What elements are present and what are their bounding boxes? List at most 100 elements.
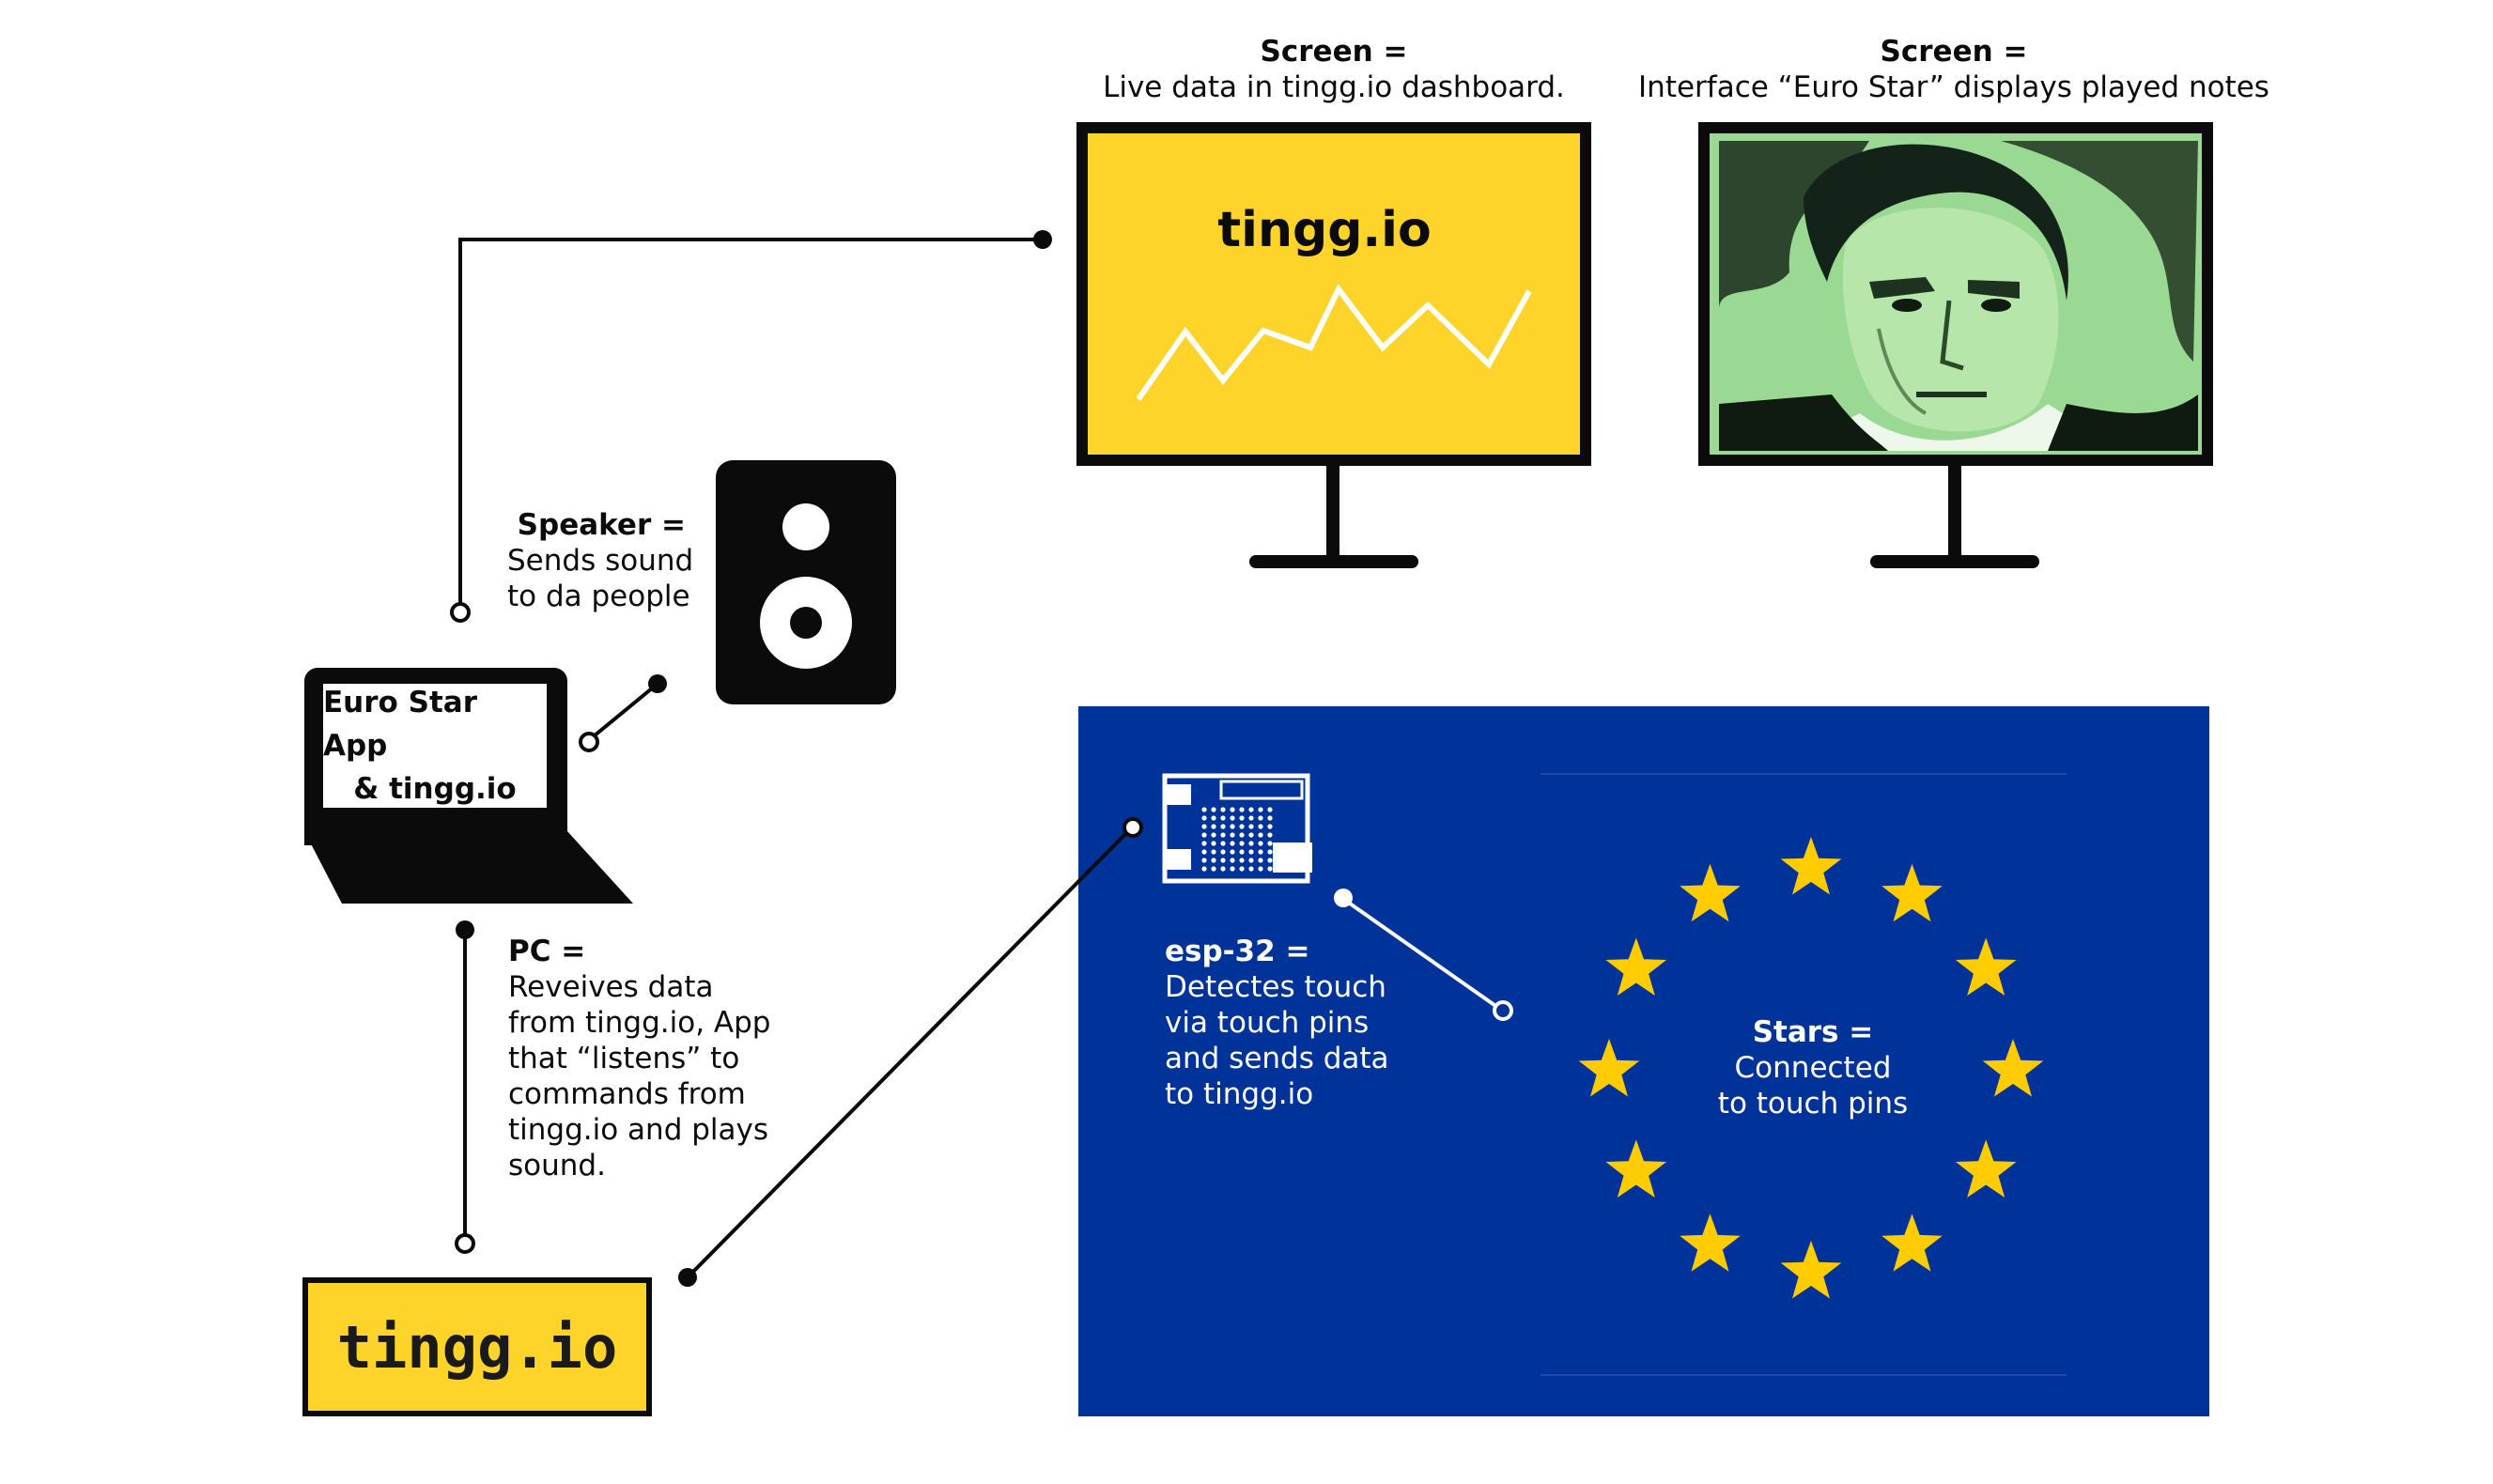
star-icon xyxy=(1780,1241,1842,1299)
board-pin-dot xyxy=(1201,815,1207,821)
esp32-title: esp-32 = xyxy=(1165,935,1310,968)
board-pin-dot xyxy=(1239,807,1245,812)
board-pin-dot xyxy=(1201,841,1207,846)
star-icon xyxy=(1881,1213,1943,1272)
board-pin-dot xyxy=(1211,807,1216,812)
connector-dot xyxy=(1033,230,1052,249)
board-pin-dot xyxy=(1267,832,1273,838)
connector-esp32-to-stars xyxy=(1334,889,1513,1021)
board-pin-dot xyxy=(1220,849,1226,855)
board-pin-dot xyxy=(1211,832,1216,838)
board-pin-dot xyxy=(1267,858,1273,863)
board-pin-dot xyxy=(1211,824,1216,829)
esp32-line: to tingg.io xyxy=(1165,1077,1314,1111)
speaker-title: Speaker = xyxy=(517,508,686,542)
board-pin-dot xyxy=(1220,858,1226,863)
esp32-label: esp-32 = Detectes touch via touch pins a… xyxy=(1165,934,1389,1112)
star-icon xyxy=(1605,1139,1667,1198)
laptop-line: & tingg.io xyxy=(353,772,517,806)
tingg-logo-box: tingg.io xyxy=(302,1277,652,1416)
speaker-icon xyxy=(716,460,896,704)
pc-line: Reveives data xyxy=(508,970,714,1004)
board-pin-dot xyxy=(1201,807,1207,812)
board-pin-dot xyxy=(1258,824,1263,829)
board-pin-dot xyxy=(1248,858,1254,863)
pc-line: commands from xyxy=(508,1077,746,1111)
connector-tingg-to-esp32 xyxy=(678,817,1143,1287)
pc-line: from tingg.io, App xyxy=(508,1006,771,1040)
speaker-line: Sends sound xyxy=(507,544,694,578)
board-pin-dot xyxy=(1230,866,1235,872)
monitor-icon-dashboard xyxy=(1076,122,1591,568)
board-pin-dot xyxy=(1239,841,1245,846)
board-pin-dot xyxy=(1239,858,1245,863)
portrait-image xyxy=(1719,141,2198,451)
board-pin-dot xyxy=(1258,832,1263,838)
connector-ring xyxy=(450,602,471,623)
star-icon xyxy=(1982,1039,2044,1097)
board-pin-dot xyxy=(1248,849,1254,855)
board-pin-dot xyxy=(1201,824,1207,829)
esp32-line: Detectes touch xyxy=(1165,970,1386,1004)
board-pin-dot xyxy=(1211,858,1216,863)
board-pin-dot xyxy=(1201,866,1207,872)
board-pin-dot xyxy=(1230,849,1235,855)
esp32-line: and sends data xyxy=(1165,1042,1389,1075)
pc-label: PC = Reveives data from tingg.io, App th… xyxy=(508,934,770,1183)
board-pin-dot xyxy=(1258,858,1263,863)
dashboard-brand: tingg.io xyxy=(1217,202,1432,258)
board-pin-dot xyxy=(1211,815,1216,821)
flag-guides xyxy=(1541,773,2067,1376)
board-pin-dot xyxy=(1239,866,1245,872)
board-pin-dot xyxy=(1258,815,1263,821)
board-pin-dot xyxy=(1230,824,1235,829)
board-pin-dot xyxy=(1248,824,1254,829)
board-pin-dot xyxy=(1248,807,1254,812)
laptop-screen-label: Euro Star App & tingg.io xyxy=(323,684,547,808)
board-pin-dot xyxy=(1267,866,1273,872)
stars-label: Stars = Connected to touch pins xyxy=(1672,1014,1954,1121)
star-icon xyxy=(1955,1139,2017,1198)
board-pin-dot xyxy=(1220,832,1226,838)
board-pin-dot xyxy=(1239,824,1245,829)
star-icon xyxy=(1578,1039,1640,1097)
speaker-label: Speaker = Sends sound to da people xyxy=(470,507,694,614)
connector-pc-to-tingg xyxy=(455,920,475,1254)
board-pin-dot xyxy=(1201,849,1207,855)
star-icon xyxy=(1605,937,1667,996)
board-pin-dot xyxy=(1211,866,1216,872)
star-icon xyxy=(1955,937,2017,996)
board-pin-dot xyxy=(1239,832,1245,838)
board-pin-dot xyxy=(1211,841,1216,846)
pc-title: PC = xyxy=(508,935,586,968)
board-pin-dot xyxy=(1267,849,1273,855)
pc-line: tingg.io and plays xyxy=(508,1113,769,1147)
board-pin-dot xyxy=(1248,866,1254,872)
interface-screen-desc: Interface “Euro Star” displays played no… xyxy=(1638,70,2269,104)
star-icon xyxy=(1780,837,1842,895)
connector-pc-to-dashboard xyxy=(458,238,1043,611)
board-pin-dot xyxy=(1267,815,1273,821)
board-pin-dot xyxy=(1248,815,1254,821)
stars-ring xyxy=(1578,837,2044,1299)
pc-line: that “listens” to xyxy=(508,1042,740,1075)
board-pin-dot xyxy=(1230,815,1235,821)
board-pin-dot xyxy=(1220,866,1226,872)
star-icon xyxy=(1881,863,1943,922)
laptop-icon xyxy=(304,668,633,904)
board-pin-dot xyxy=(1201,858,1207,863)
board-pin-dot xyxy=(1220,841,1226,846)
board-pin-dot xyxy=(1230,807,1235,812)
board-pin-dot xyxy=(1267,824,1273,829)
board-pin-dot xyxy=(1248,841,1254,846)
pc-line: sound. xyxy=(508,1149,606,1183)
connector-laptop-to-speaker xyxy=(579,674,667,752)
monitor-icon-interface xyxy=(1698,122,2213,568)
laptop-line: Euro Star App xyxy=(323,686,477,763)
board-pin-dot xyxy=(1248,832,1254,838)
board-pin-dot xyxy=(1267,807,1273,812)
speaker-line: to da people xyxy=(507,580,690,613)
board-pin-dot xyxy=(1239,815,1245,821)
stars-line: Connected xyxy=(1734,1051,1892,1085)
